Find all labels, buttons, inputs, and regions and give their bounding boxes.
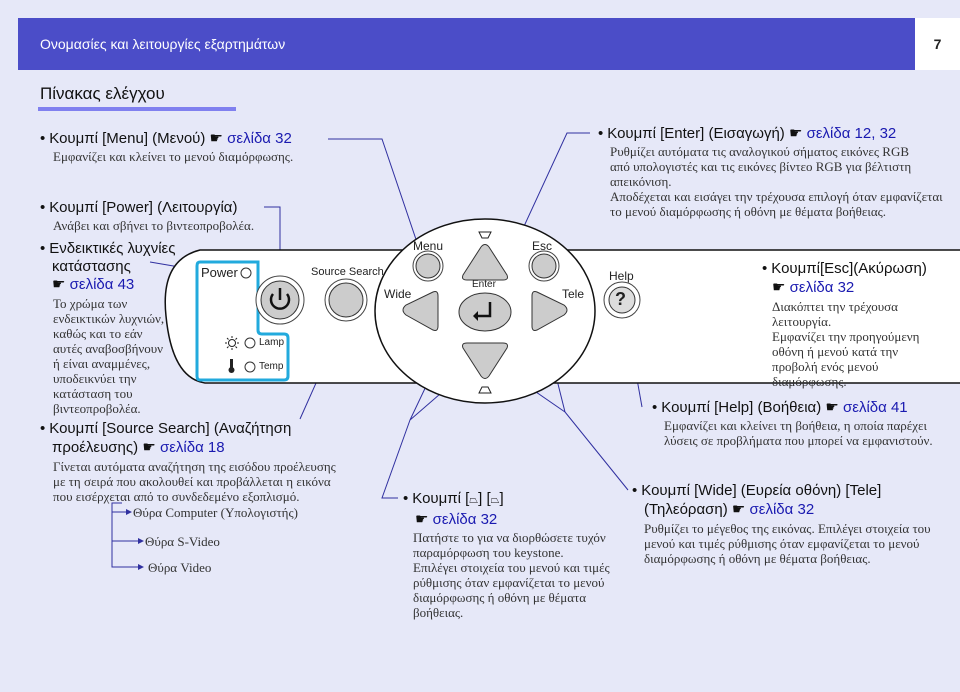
keystone-down-icon xyxy=(478,386,492,394)
enter-button[interactable] xyxy=(458,292,512,332)
widetele-heading: Κουμπί [Wide] (Ευρεία οθόνη) [Tele] (Τηλ… xyxy=(632,481,881,519)
panel-label-wide: Wide xyxy=(384,287,412,301)
lamp-icon xyxy=(225,336,239,350)
menu-heading: Κουμπί [Menu] (Μενού) ☛ σελίδα 32 xyxy=(40,129,292,148)
panel-label-esc: Esc xyxy=(532,239,553,253)
esc-page-link[interactable]: σελίδα 32 xyxy=(789,279,855,296)
title-underline xyxy=(38,107,236,111)
source-heading: Κουμπί [Source Search] (Αναζήτηση προέλε… xyxy=(40,419,291,457)
keystone-heading: Κουμπί [⏢] [⏢] ☛ σελίδα 32 xyxy=(403,489,503,529)
pointer-hand-icon: ☛ xyxy=(52,276,66,293)
source-page-link[interactable]: σελίδα 18 xyxy=(159,439,225,456)
help-desc: Εμφανίζει και κλείνει τη βοήθεια, η οποί… xyxy=(664,418,933,448)
panel-label-source-search: Source Search xyxy=(311,266,384,278)
flow-lines xyxy=(111,502,138,568)
flow-computer: Θύρα Computer (Υπολογιστής) xyxy=(133,505,298,520)
keystone-down-icon: ⏢ xyxy=(490,494,500,506)
lamp-indicator xyxy=(244,337,256,349)
pointer-hand-icon: ☛ xyxy=(142,439,156,456)
pointer-hand-icon: ☛ xyxy=(731,501,746,518)
flow-arrow-icons xyxy=(126,509,144,570)
enter-heading: Κουμπί [Enter] (Εισαγωγή) ☛ σελίδα 12, 3… xyxy=(598,124,896,143)
pointer-hand-icon: ☛ xyxy=(825,399,839,416)
keystone-up-icon: ⏢ xyxy=(469,494,479,506)
pointer-hand-icon: ☛ xyxy=(415,511,429,528)
enter-page-link[interactable]: σελίδα 12, 32 xyxy=(806,125,897,142)
pointer-hand-icon: ☛ xyxy=(209,130,223,147)
panel-label-menu: Menu xyxy=(413,239,444,253)
panel-label-lamp: Lamp xyxy=(259,337,285,348)
indicators-page-link[interactable]: σελίδα 43 xyxy=(69,276,135,293)
help-question-icon: ? xyxy=(615,289,626,309)
keystone-up-icon xyxy=(478,231,492,239)
panel-label-enter: Enter xyxy=(472,279,496,290)
keystone-page-link[interactable]: σελίδα 32 xyxy=(432,511,498,528)
esc-heading: Κουμπί[Esc](Ακύρωση) ☛ σελίδα 32 xyxy=(762,259,927,297)
wide-button[interactable] xyxy=(402,291,439,331)
panel-label-temp: Temp xyxy=(259,361,284,372)
menu-page-link[interactable]: σελίδα 32 xyxy=(227,130,292,147)
source-desc: Γίνεται αυτόματα αναζήτηση της εισόδου π… xyxy=(53,459,336,504)
enter-desc: Ρυθμίζει αυτόματα τις αναλογικού σήματος… xyxy=(610,144,943,219)
menu-desc: Εμφανίζει και κλείνει το μενού διαμόρφωσ… xyxy=(53,149,294,164)
section-header: Ονομασίες και λειτουργίες εξαρτημάτων xyxy=(18,18,915,70)
widetele-desc: Ρυθμίζει το μέγεθος της εικόνας. Επιλέγε… xyxy=(644,521,931,566)
power-button[interactable] xyxy=(255,275,305,325)
pointer-hand-icon: ☛ xyxy=(788,125,803,142)
temp-icon xyxy=(228,359,235,373)
temp-indicator xyxy=(244,361,256,373)
indicators-heading: Ενδεικτικές λυχνίες κατάστασης ☛ σελίδα … xyxy=(40,240,175,294)
keystone-up-button[interactable] xyxy=(462,244,508,281)
power-heading: Κουμπί [Power] (Λειτουργία) xyxy=(40,198,237,217)
esc-button[interactable] xyxy=(528,250,560,282)
indicator-box xyxy=(195,260,290,382)
panel-label-help: Help xyxy=(609,269,634,283)
page-title: Πίνακας ελέγχου xyxy=(40,84,165,103)
menu-button[interactable] xyxy=(412,250,444,282)
source-search-button[interactable] xyxy=(324,278,368,322)
widetele-page-link[interactable]: σελίδα 32 xyxy=(749,501,815,518)
page-number: 7 xyxy=(915,18,960,70)
flow-svideo: Θύρα S-Video xyxy=(145,534,220,549)
tele-button[interactable] xyxy=(531,291,568,331)
keystone-down-button[interactable] xyxy=(462,342,508,379)
help-page-link[interactable]: σελίδα 41 xyxy=(843,399,908,416)
power-desc: Ανάβει και σβήνει το βιντεοπροβολέα. xyxy=(53,218,255,233)
flow-video: Θύρα Video xyxy=(148,560,212,575)
help-heading: Κουμπί [Help] (Βοήθεια) ☛ σελίδα 41 xyxy=(652,398,908,417)
power-indicator xyxy=(240,267,252,279)
panel-label-tele: Tele xyxy=(562,287,585,301)
panel-label-power: Power xyxy=(201,265,238,280)
help-button[interactable] xyxy=(603,281,641,319)
pointer-hand-icon: ☛ xyxy=(772,279,786,296)
